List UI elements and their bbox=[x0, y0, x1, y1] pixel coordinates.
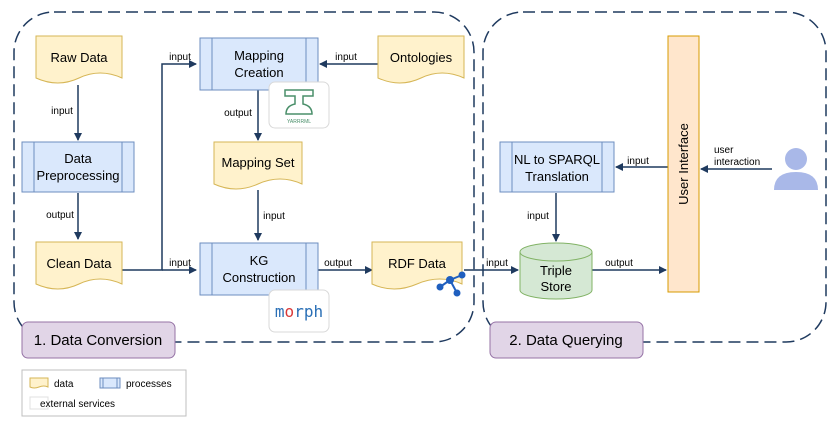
clean-data-label: Clean Data bbox=[46, 256, 112, 271]
edge-label-store-to-ui: output bbox=[605, 258, 633, 269]
kg-construction-label-1: KG bbox=[250, 253, 269, 268]
edge-label-set-to-kg: input bbox=[263, 211, 285, 222]
kg-construction-node bbox=[199, 242, 319, 296]
edge-label-mapping-to-set: output bbox=[224, 108, 252, 119]
mapping-tool-logo: YARRRML bbox=[268, 81, 330, 129]
nl-to-sparql-label-1: NL to SPARQL bbox=[514, 152, 600, 167]
user-interface-node bbox=[667, 35, 700, 293]
mapping-creation-label-2: Creation bbox=[234, 65, 283, 80]
data-conversion-label-box bbox=[21, 321, 176, 359]
edge-label-ui-to-nl: input bbox=[627, 156, 649, 167]
data-querying-label-box bbox=[489, 321, 644, 359]
edge-clean-to-mapping bbox=[122, 60, 197, 271]
edge-label-clean-to-mapping: input bbox=[169, 52, 191, 63]
mapping-set-label: Mapping Set bbox=[222, 155, 295, 170]
edge-label-user-to-ui-1: user bbox=[714, 145, 734, 156]
legend-external-swatch bbox=[29, 396, 49, 410]
morph-logo: morph bbox=[268, 289, 330, 333]
rdf-graph-icon bbox=[436, 271, 466, 297]
user-icon bbox=[774, 148, 818, 190]
svg-text:YARRRML: YARRRML bbox=[287, 119, 311, 125]
mapping-set-node bbox=[213, 141, 303, 190]
nl-to-sparql-node bbox=[499, 141, 615, 193]
triple-store-label-1: Triple bbox=[540, 263, 572, 278]
edge-label-pre-to-clean: output bbox=[46, 210, 74, 221]
raw-data-node bbox=[35, 35, 123, 84]
edge-label-user-to-ui-2: interaction bbox=[714, 157, 760, 168]
mapping-creation-label-1: Mapping bbox=[234, 48, 284, 63]
data-preprocessing-node bbox=[21, 141, 135, 193]
data-querying-label: 2. Data Querying bbox=[509, 332, 622, 349]
rdf-data-label: RDF Data bbox=[388, 256, 447, 271]
ontologies-label: Ontologies bbox=[390, 50, 453, 65]
data-querying-group bbox=[482, 11, 827, 343]
legend-process-swatch bbox=[99, 377, 121, 389]
kg-construction-label-2: Construction bbox=[223, 270, 296, 285]
mapping-creation-node bbox=[199, 37, 319, 91]
edge-label-clean-to-kg: input bbox=[169, 258, 191, 269]
legend-data-label: data bbox=[54, 379, 74, 390]
data-conversion-group bbox=[13, 11, 475, 343]
edge-label-nl-to-store: input bbox=[527, 211, 549, 222]
ontologies-node bbox=[377, 35, 465, 84]
clean-data-node bbox=[35, 241, 123, 290]
data-conversion-label: 1. Data Conversion bbox=[34, 332, 162, 349]
edge-label-kg-to-rdf: output bbox=[324, 258, 352, 269]
edge-label-rdf-to-store: input bbox=[486, 258, 508, 269]
data-preprocessing-label-1: Data bbox=[64, 151, 92, 166]
edge-label-onto-to-mapping: input bbox=[335, 52, 357, 63]
edge-label-raw-to-pre: input bbox=[51, 106, 73, 117]
legend-data-swatch bbox=[29, 377, 49, 389]
triple-store-label-2: Store bbox=[540, 279, 571, 294]
nl-to-sparql-label-2: Translation bbox=[525, 169, 589, 184]
rdf-data-node bbox=[371, 241, 463, 290]
raw-data-label: Raw Data bbox=[50, 50, 108, 65]
legend-process-label: processes bbox=[126, 379, 172, 390]
triple-store-node bbox=[519, 242, 593, 300]
data-preprocessing-label-2: Preprocessing bbox=[36, 168, 119, 183]
legend-external-label: external services bbox=[40, 399, 115, 410]
svg-text:morph: morph bbox=[275, 302, 323, 321]
user-interface-label: User Interface bbox=[676, 123, 691, 205]
legend: data processes external services bbox=[21, 369, 187, 417]
